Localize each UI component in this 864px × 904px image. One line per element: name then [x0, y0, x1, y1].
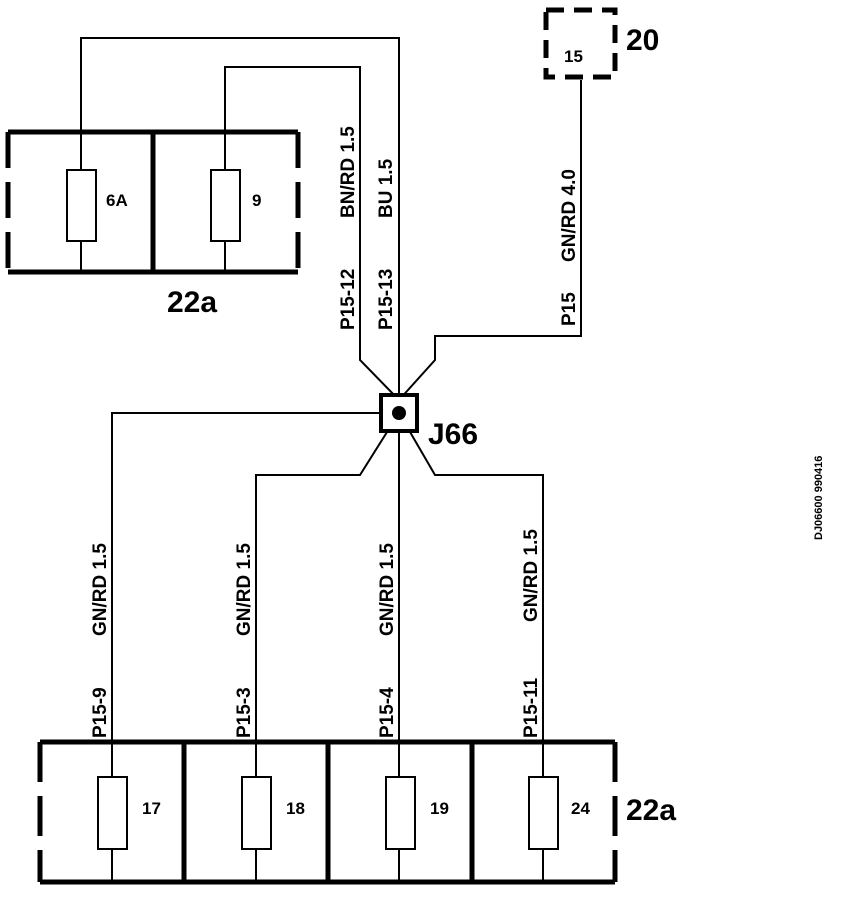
wires: [80, 37, 582, 882]
document-code: DJ06600 990416: [813, 456, 825, 540]
wire-fuse-9-to-j66: [224, 66, 400, 401]
fuse-19-label: 19: [430, 799, 449, 818]
bottom-fuse-block: 17 18 19 24 22a: [37, 739, 676, 885]
fuse-19-symbol: [385, 776, 416, 850]
fuse-6a-label: 6A: [106, 191, 128, 210]
wire-p15-9-circuit: P15-9: [90, 687, 111, 738]
wire-j66-to-fuse-24: [398, 412, 544, 882]
connector-label: J66: [428, 418, 478, 451]
fuse-6a-symbol: [66, 169, 97, 242]
connector-j66: J66: [379, 393, 478, 451]
component-pin-label: 15: [564, 47, 583, 66]
wire-p15-13-spec: BU 1.5: [376, 158, 397, 218]
component-20: 15 20: [543, 7, 659, 80]
wire-p15-9-spec: GN/RD 1.5: [90, 543, 111, 636]
top-block-label: 22a: [167, 286, 217, 319]
wire-p15-13-circuit: P15-13: [376, 269, 397, 330]
wire-p15-3-circuit: P15-3: [234, 687, 255, 738]
wire-p15-3-spec: GN/RD 1.5: [234, 543, 255, 636]
fuse-18-symbol: [241, 776, 272, 850]
connector-j66-node: [392, 406, 406, 420]
fuse-24-symbol: [528, 776, 559, 850]
wire-p15-4-circuit: P15-4: [377, 687, 398, 738]
wire-fuse-6a-to-j66: [80, 37, 400, 400]
wire-p15-12-spec: BN/RD 1.5: [338, 126, 359, 218]
fuse-9-symbol: [210, 169, 241, 242]
wire-j66-to-fuse-17: [111, 412, 399, 882]
wire-p15-12-circuit: P15-12: [338, 269, 359, 330]
wire-p15-circuit: P15: [559, 292, 580, 326]
wire-j66-to-fuse-18: [255, 412, 400, 882]
bottom-block-label: 22a: [626, 794, 676, 827]
fuse-17-label: 17: [142, 799, 161, 818]
fuse-9-label: 9: [252, 191, 261, 210]
wire-p15-spec: GN/RD 4.0: [559, 169, 580, 262]
fuse-24-label: 24: [571, 799, 590, 818]
fuse-17-symbol: [97, 776, 128, 850]
fuse-18-label: 18: [286, 799, 305, 818]
component-label: 20: [626, 24, 659, 57]
top-fuse-block: 6A 9 22a: [5, 129, 301, 319]
wire-p15-4-spec: GN/RD 1.5: [377, 543, 398, 636]
bottom-wire-labels: P15-9 GN/RD 1.5 P15-3 GN/RD 1.5 P15-4 GN…: [90, 529, 542, 738]
top-wire-labels: P15-12 BN/RD 1.5 P15-13 BU 1.5 P15 GN/RD…: [338, 126, 580, 330]
wire-p15-11-circuit: P15-11: [521, 677, 542, 738]
wire-p15-11-spec: GN/RD 1.5: [521, 529, 542, 622]
wire-component-20-to-j66: [398, 80, 582, 401]
